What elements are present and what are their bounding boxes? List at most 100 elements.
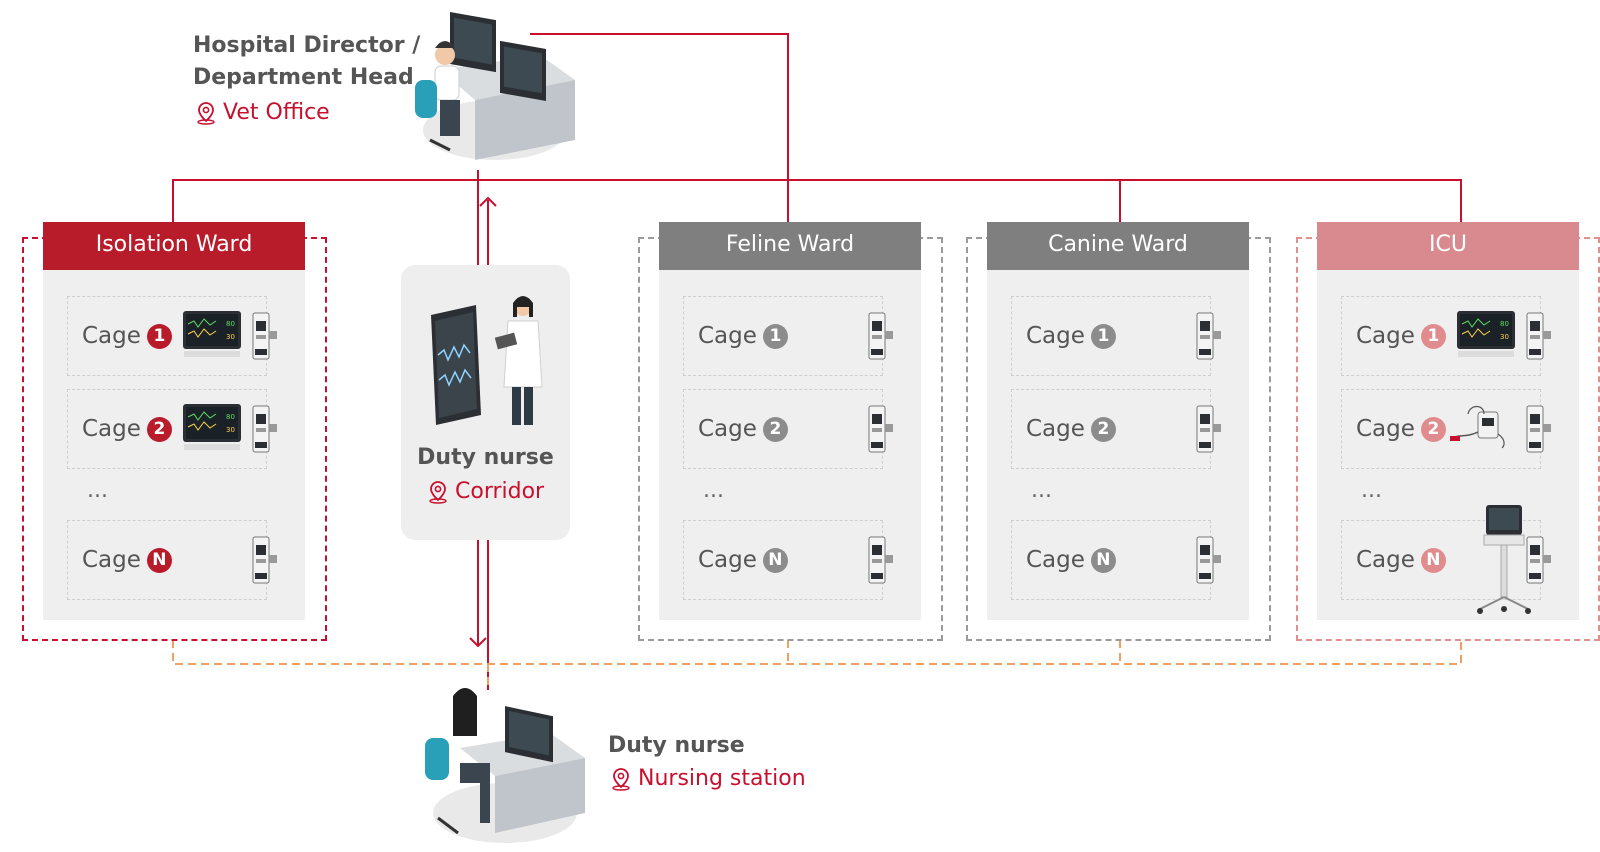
cage-number-badge: 2 [1090, 416, 1116, 442]
cage-number-badge: 1 [762, 323, 788, 349]
station-nurse-location-text: Nursing station [638, 766, 806, 791]
corridor-nurse-title: Duty nurse [417, 445, 554, 470]
location-pin-icon [612, 767, 630, 791]
ellipsis: ... [703, 478, 724, 503]
cage-number-badge: N [1420, 547, 1446, 573]
infusion-pump-icon [1526, 404, 1552, 454]
station-nurse-location: Nursing station [610, 766, 806, 791]
director-location-text: Vet Office [223, 100, 330, 125]
cage-number-badge: 2 [1420, 416, 1446, 442]
infusion-pump-icon [252, 404, 278, 454]
director-title-line2: Department Head [193, 65, 414, 90]
cage-number-badge: 1 [146, 323, 172, 349]
cage-word: Cage [1356, 416, 1415, 442]
location-pin-icon [197, 101, 215, 125]
director-title-line1: Hospital Director / [193, 33, 421, 58]
corridor-nurse-illustration [431, 296, 543, 425]
patient-monitor-icon: 80 30 [182, 402, 242, 452]
svg-text:80: 80 [1500, 320, 1509, 328]
cage-word: Cage [82, 323, 141, 349]
wired-sensor-icon [1448, 404, 1508, 454]
svg-text:80: 80 [226, 413, 235, 421]
ward-header: Isolation Ward [43, 222, 305, 270]
cage-number-badge: 1 [1420, 323, 1446, 349]
director-location: Vet Office [195, 100, 330, 125]
cage-number-badge: 1 [1090, 323, 1116, 349]
cage-word: Cage [82, 547, 141, 573]
director-title: Hospital Director / Department Head [193, 30, 420, 94]
infusion-pump-icon [868, 311, 894, 361]
cage-word: Cage [698, 547, 757, 573]
cage-number-badge: N [762, 547, 788, 573]
infusion-pump-icon [1196, 311, 1222, 361]
monitor-cart-icon [1474, 505, 1534, 615]
infusion-pump-icon [1196, 535, 1222, 585]
ellipsis: ... [87, 478, 108, 503]
cage-word: Cage [1356, 547, 1415, 573]
cage-word: Cage [1026, 416, 1085, 442]
corridor-nurse-location-text: Corridor [455, 479, 545, 504]
cage-word: Cage [82, 416, 141, 442]
infusion-pump-icon [252, 311, 278, 361]
infusion-pump-icon [1526, 535, 1552, 585]
ellipsis: ... [1361, 478, 1382, 503]
cage-number-badge: 2 [146, 416, 172, 442]
station-nurse-illustration [420, 688, 590, 848]
cage-word: Cage [1026, 547, 1085, 573]
svg-text:80: 80 [226, 320, 235, 328]
svg-text:30: 30 [226, 333, 235, 341]
patient-monitor-icon: 80 30 [182, 309, 242, 359]
corridor-nurse-location: Corridor [427, 479, 544, 504]
location-pin-icon [429, 480, 447, 504]
infusion-pump-icon [868, 404, 894, 454]
cage-word: Cage [1356, 323, 1415, 349]
ward-header: Canine Ward [987, 222, 1249, 270]
director-illustration [410, 0, 580, 165]
cage-word: Cage [698, 323, 757, 349]
svg-text:30: 30 [226, 426, 235, 434]
ellipsis: ... [1031, 478, 1052, 503]
ward-header: ICU [1317, 222, 1579, 270]
svg-text:30: 30 [1500, 333, 1509, 341]
cage-number-badge: 2 [762, 416, 788, 442]
cage-number-badge: N [1090, 547, 1116, 573]
infusion-pump-icon [252, 535, 278, 585]
station-nurse-title: Duty nurse [608, 733, 745, 758]
cage-number-badge: N [146, 547, 172, 573]
infusion-pump-icon [868, 535, 894, 585]
ward-header: Feline Ward [659, 222, 921, 270]
infusion-pump-icon [1526, 311, 1552, 361]
patient-monitor-icon: 80 30 [1456, 309, 1516, 359]
infusion-pump-icon [1196, 404, 1222, 454]
corridor-nurse-panel: Duty nurse Corridor [401, 265, 570, 540]
